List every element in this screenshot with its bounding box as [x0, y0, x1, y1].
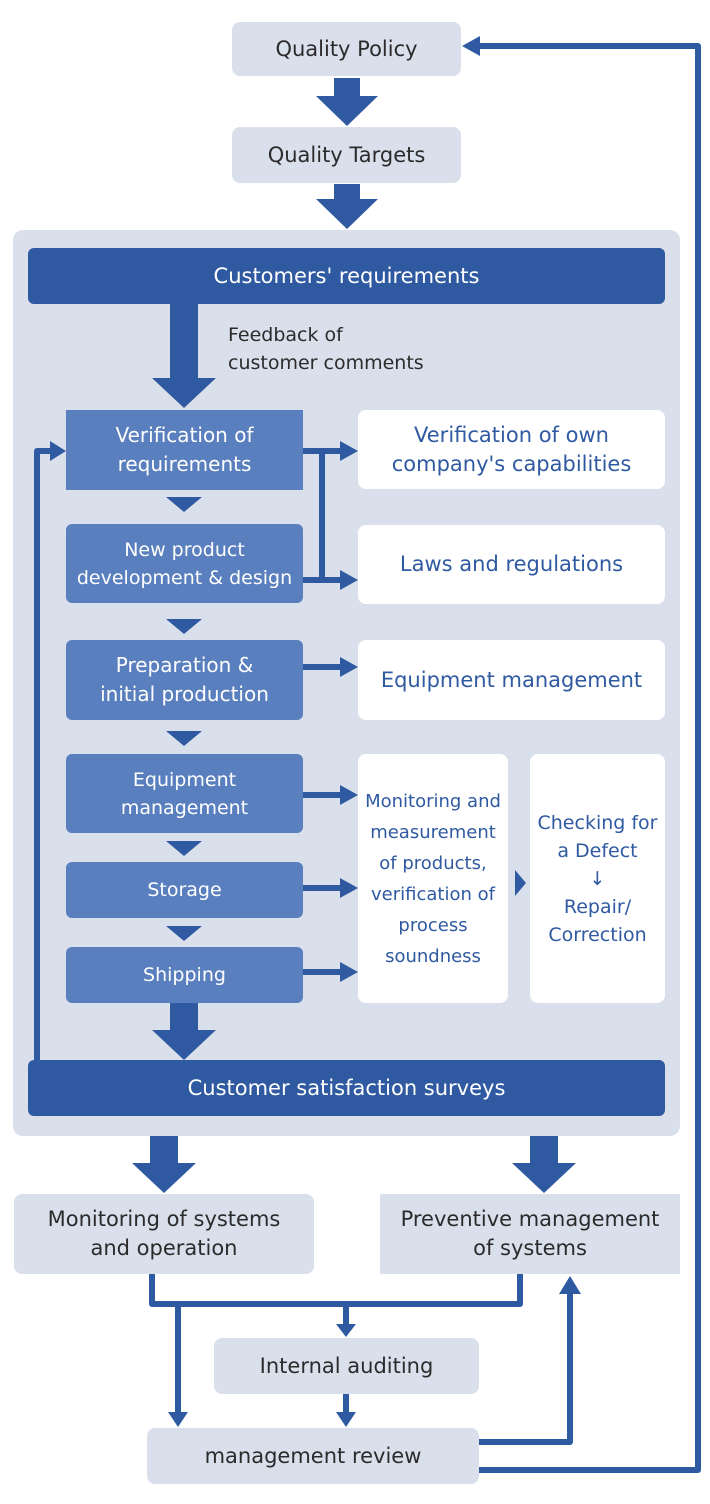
monitoring-products-box: Monitoring and measurement of products, …: [358, 754, 508, 1003]
shipping-box: Shipping: [66, 947, 303, 1003]
new-product-box: New product development & design: [66, 524, 303, 603]
connector-review-preventive: [478, 1290, 573, 1445]
internal-auditing-box: Internal auditing: [214, 1338, 479, 1394]
loop-survey-to-verification: [34, 448, 52, 1060]
quality-targets-box: Quality Targets: [232, 127, 461, 183]
verification-capabilities-box: Verification of own company's capabiliti…: [358, 410, 665, 489]
down-arrow-survey-monitoring: [132, 1136, 196, 1193]
preparation-box: Preparation & initial production: [66, 640, 303, 720]
quality-policy-box: Quality Policy: [232, 22, 461, 76]
step-triangle-2: [166, 619, 202, 634]
preventive-management-box: Preventive management of systems: [380, 1194, 680, 1274]
loop-review-to-policy: [478, 43, 701, 1473]
management-review-box: management review: [147, 1428, 479, 1484]
customer-satisfaction-box: Customer satisfaction surveys: [28, 1060, 665, 1116]
equipment-management-right-box: Equipment management: [358, 640, 665, 720]
connector-monitoring-preventive: [149, 1274, 523, 1307]
down-arrow-targets-container: [316, 184, 378, 229]
right-triangle-defect: [515, 870, 526, 896]
monitoring-systems-box: Monitoring of systems and operation: [14, 1194, 314, 1274]
down-arrow-survey-preventive: [512, 1136, 576, 1193]
down-arrow-customers-verification: [152, 304, 216, 408]
feedback-label: Feedback of customer comments: [228, 324, 424, 374]
connector-verification-branch: [303, 448, 325, 583]
step-triangle-3: [166, 731, 202, 746]
customers-requirements-box: Customers' requirements: [28, 248, 665, 304]
step-triangle-5: [166, 926, 202, 941]
storage-box: Storage: [66, 862, 303, 918]
verification-requirements-box: Verification of requirements: [66, 410, 303, 490]
equipment-management-box: Equipment management: [66, 754, 303, 833]
step-triangle-1: [166, 497, 202, 512]
laws-regulations-box: Laws and regulations: [358, 525, 665, 604]
checking-defect-box: Checking for a Defect ↓ Repair/ Correcti…: [530, 754, 665, 1003]
step-triangle-4: [166, 841, 202, 856]
down-arrow-shipping-survey: [152, 1003, 216, 1060]
down-arrow-policy-targets: [316, 78, 378, 126]
